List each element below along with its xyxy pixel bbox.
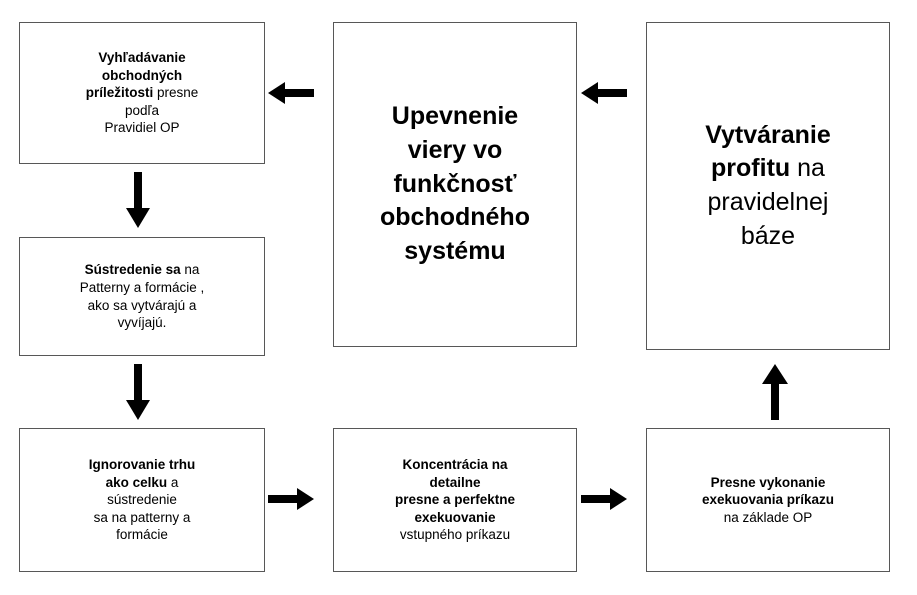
box-execute-line2: exekuovania príkazu	[701, 492, 835, 508]
box-search-line2: obchodných	[101, 67, 183, 83]
box-belief-text: Upevnenie viery vo funkčnosť obchodného syst…	[374, 100, 536, 269]
box-focus-line4: vyvíjajú.	[117, 315, 167, 331]
arrow-right-icon	[268, 486, 314, 512]
box-search-line5: Pravidiel OP	[104, 120, 180, 136]
box-profit-line4: báze	[740, 221, 796, 250]
box-execute-line3: na základe OP	[723, 509, 813, 525]
box-concentrate-line1: Koncentrácia na	[402, 457, 508, 473]
box-ignore-line1: Ignorovanie trhu	[88, 457, 196, 473]
arrow-left-icon	[581, 80, 627, 106]
box-profit-line3: pravidelnej	[707, 188, 829, 216]
box-belief-line4: obchodného	[380, 203, 530, 232]
box-ignore-line4: sa na patterny a	[93, 509, 191, 525]
box-concentrate-line3: presne a perfektne	[394, 492, 516, 508]
box-belief-line5: systému	[404, 237, 506, 266]
box-ignore-line2-bold: ako celku	[105, 474, 168, 490]
arrow-down-icon	[124, 364, 152, 420]
box-belief-line1: Upevnenie	[391, 102, 519, 131]
box-focus-line3: ako sa vytvárajú a	[87, 297, 197, 313]
box-create-profit[interactable]: Vytváranie profitu na pravidelnej báze	[646, 22, 890, 350]
box-focus-line2: Patterny a formácie ,	[79, 279, 205, 295]
box-concentrate-line4: exekuovanie	[414, 509, 496, 525]
arrow-left-icon	[268, 80, 314, 106]
box-focus-line1-bold: Sústredenie sa	[84, 262, 181, 278]
arrow-up-icon	[760, 364, 790, 420]
arrow-right-icon	[581, 486, 627, 512]
box-focus-line1-regular: na	[180, 262, 200, 278]
box-ignore-line3: sústredenie	[107, 492, 177, 508]
box-concentrate-line2: detailne	[429, 474, 481, 490]
box-belief-line3: funkčnosť	[393, 169, 517, 198]
box-ignore-line2-regular: a	[167, 474, 179, 490]
box-profit-line2-regular: na	[790, 154, 825, 183]
box-ignore-line5: formácie	[116, 527, 168, 543]
box-search-line4: podľa	[125, 102, 159, 118]
box-search-line3-regular: presne	[153, 85, 199, 101]
box-profit-text: Vytváranie profitu na pravidelnej báze	[699, 119, 837, 254]
box-profit-line2-bold: profitu	[711, 154, 791, 183]
box-belief-line2: viery vo	[407, 135, 503, 164]
box-belief-in-system[interactable]: Upevnenie viery vo funkčnosť obchodného syst…	[333, 22, 577, 347]
box-search-line3-bold: príležitosti	[85, 85, 154, 101]
box-profit-line1: Vytváranie	[705, 120, 831, 149]
box-execute-line1: Presne vykonanie	[710, 474, 826, 490]
box-search-line1: Vyhľadávanie	[98, 50, 186, 66]
arrow-down-icon	[124, 172, 152, 228]
box-concentrate-line5: vstupného príkazu	[399, 527, 511, 543]
